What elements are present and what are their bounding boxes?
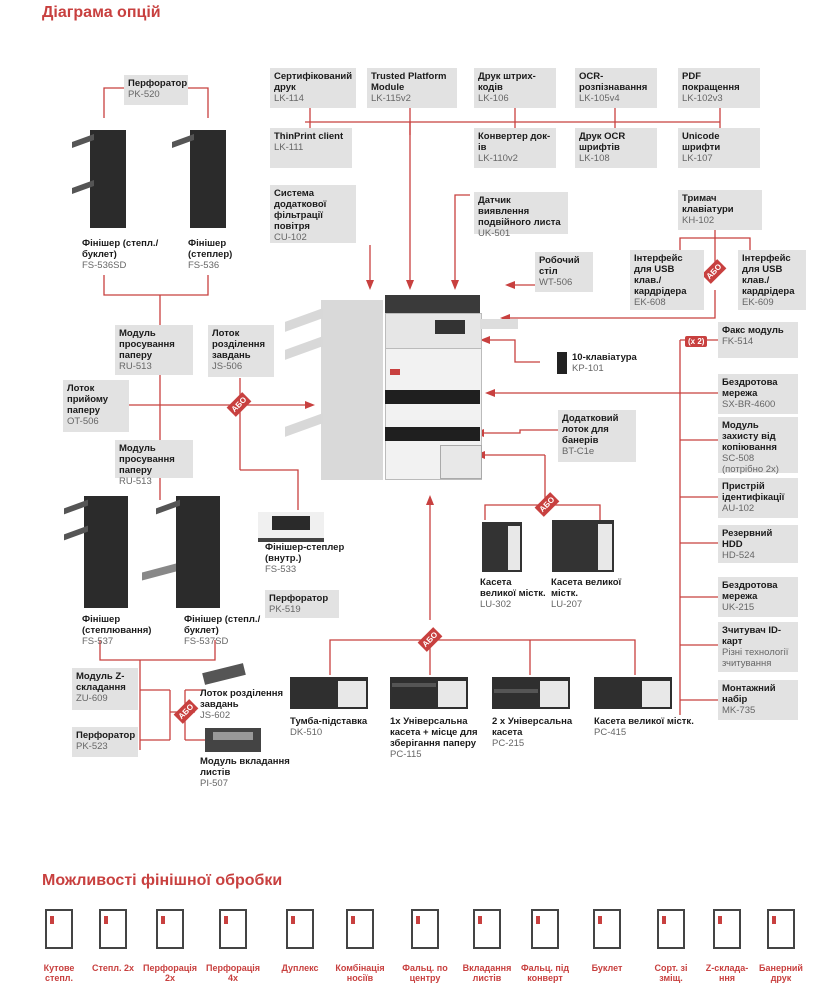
offset-sort-icon [656,908,686,950]
label-pc-415: Касета великої містк.PC-415 [594,716,694,738]
finishing-label: Фальц. під конверт [520,963,570,983]
label-fs-537sd: Фінішер (степл./буклет)FS-537SD [184,614,261,647]
finishing-label: Банерний друк [759,963,803,983]
finishing-label: Комбінація носіїв [335,963,385,983]
finishing-label: Фальц. по центру [402,963,448,983]
label-fs-536sd: Фінішер (степл./ буклет)FS-536SD [82,238,159,271]
duplex-icon [285,908,315,950]
label-lu-302: Касета великої містк.LU-302 [480,577,546,610]
cassette-lu-207-image [552,520,614,572]
finisher-fs-537sd-image [142,490,230,610]
finisher-fs-536sd-image [68,120,128,230]
x2-badge: (x 2) [685,336,708,347]
label-fs-536: Фінішер (степлер)FS-536 [188,238,233,271]
label-lu-207: Касета великої містк.LU-207 [551,577,622,610]
finishing-label: Степл. 2х [91,963,135,973]
finishing-label: Z-склада-ння [705,963,749,983]
main-mfp-image [285,295,520,495]
keypad-kp-101-image [557,352,567,374]
corner-staple-icon [44,908,74,950]
banner-print-icon [766,908,796,950]
mixed-media-icon [345,908,375,950]
finisher-fs-537-image [60,490,130,610]
cassette-lu-302-image [482,522,522,572]
sheet-insert-icon [472,908,502,950]
label-fs-537: Фінішер (степлювання)FS-537 [82,614,152,647]
finishing-label: Вкладання листів [462,963,512,983]
finishing-label: Перфорація 4х [205,963,260,983]
options-diagram-title: Діаграма опцій [42,4,161,21]
finisher-fs-536-image [170,120,230,230]
finisher-fs-533-image [258,512,324,542]
finishing-label: Буклет [591,963,623,973]
finishing-label: Дуплекс [281,963,319,973]
finishing-label: Сорт. зі зміщ. [654,963,688,983]
staple-2x-icon [98,908,128,950]
center-fold-icon [410,908,440,950]
z-fold-icon [712,908,742,950]
cabinet-dk-510-image [290,677,368,709]
punch-2x-icon [155,908,185,950]
cassette-pc-115-image [390,677,468,709]
inserter-pi-507-image [205,728,261,752]
booklet-icon [592,908,622,950]
finishing-label: Кутове степл. [43,963,75,983]
cassette-pc-415-image [594,677,672,709]
finishing-label: Перфорація 2х [142,963,197,983]
punch-4x-icon [218,908,248,950]
cassette-pc-215-image [492,677,570,709]
finishing-title: Можливості фінішної обробки [42,872,283,889]
label-pc-115: 1x Універсальна касета + місце для збері… [390,716,478,760]
label-fs-533: Фінішер-степлер (внутр.)FS-533 [265,542,345,575]
letter-fold-icon [530,908,560,950]
